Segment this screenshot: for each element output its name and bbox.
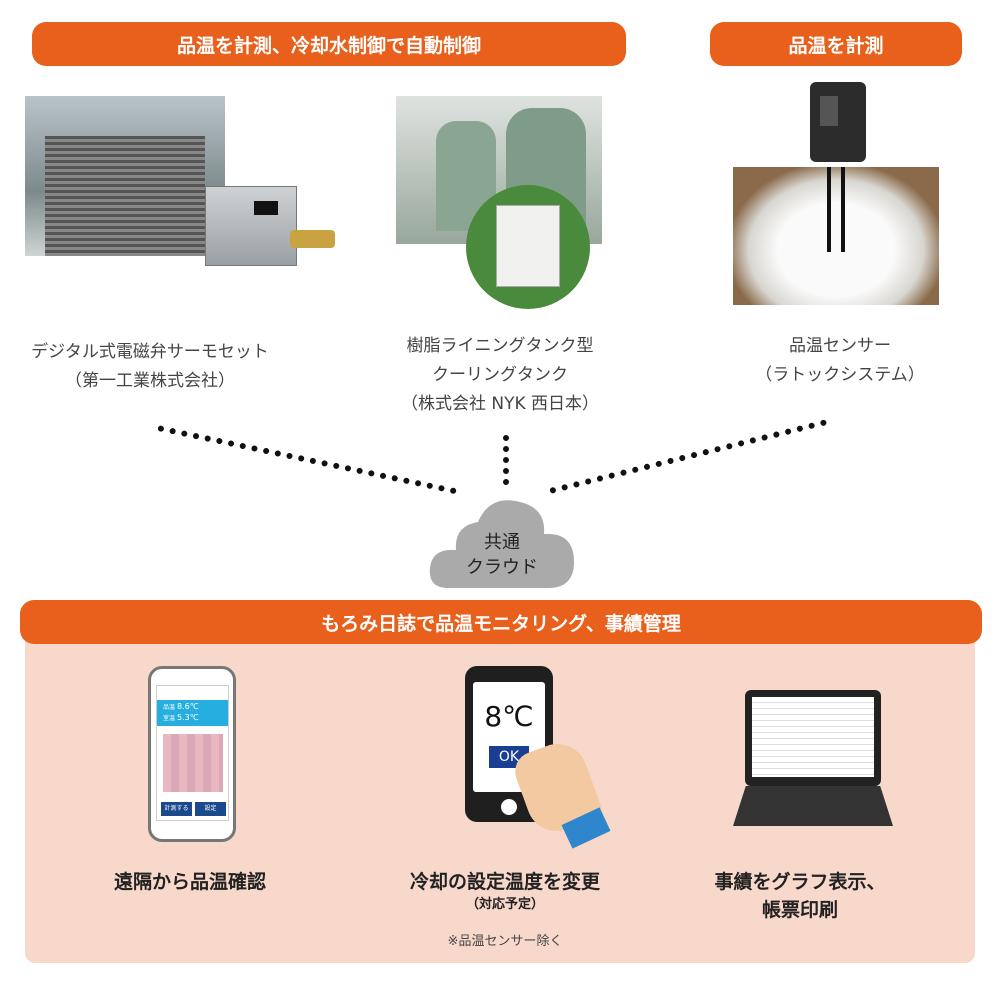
control-box-inset (466, 185, 590, 309)
arrow-middle (503, 435, 509, 485)
footnote: ※品温センサー除く (447, 934, 563, 949)
feature-set-temp: 冷却の設定温度を変更 （対応予定） (409, 871, 600, 912)
arrow-left (157, 425, 457, 495)
temp-sensor-device (810, 82, 866, 162)
cloud-icon (429, 500, 574, 588)
cloud-label: 共通クラウド (466, 532, 538, 578)
measure-button[interactable]: 計測する (161, 802, 192, 816)
temp-chart (163, 734, 223, 792)
feature-remote: 遠隔から品温確認 (113, 871, 266, 893)
banner-measure: 品温を計測 (710, 22, 962, 66)
banner-auto-control: 品温を計測、冷却水制御で自動制御 (32, 22, 626, 66)
feature-report: 事績をグラフ表示、帳票印刷 (714, 871, 886, 921)
report-screen (752, 697, 874, 777)
arrow-right (549, 419, 828, 494)
thermoset-device (205, 186, 297, 266)
product-caption-thermoset: デジタル式電磁弁サーモセット（第一工業株式会社） (31, 342, 269, 391)
settings-button[interactable]: 設定 (195, 802, 226, 816)
thermoset-photo (25, 96, 225, 256)
set-temp: 8℃ (484, 700, 534, 733)
moromi-photo (733, 167, 939, 305)
laptop (745, 690, 881, 786)
iphone-app: 品温 8.6℃ 室温 5.3℃ 計測する 設定 (148, 666, 236, 842)
product-caption-sensor: 品温センサー（ラトックシステム） (755, 336, 925, 385)
product-caption-tank: 樹脂ライニングタンク型クーリングタンク（株式会社 NYK 西日本） (400, 336, 600, 414)
banner-monitoring: もろみ日誌で品温モニタリング、事績管理 (20, 600, 982, 644)
